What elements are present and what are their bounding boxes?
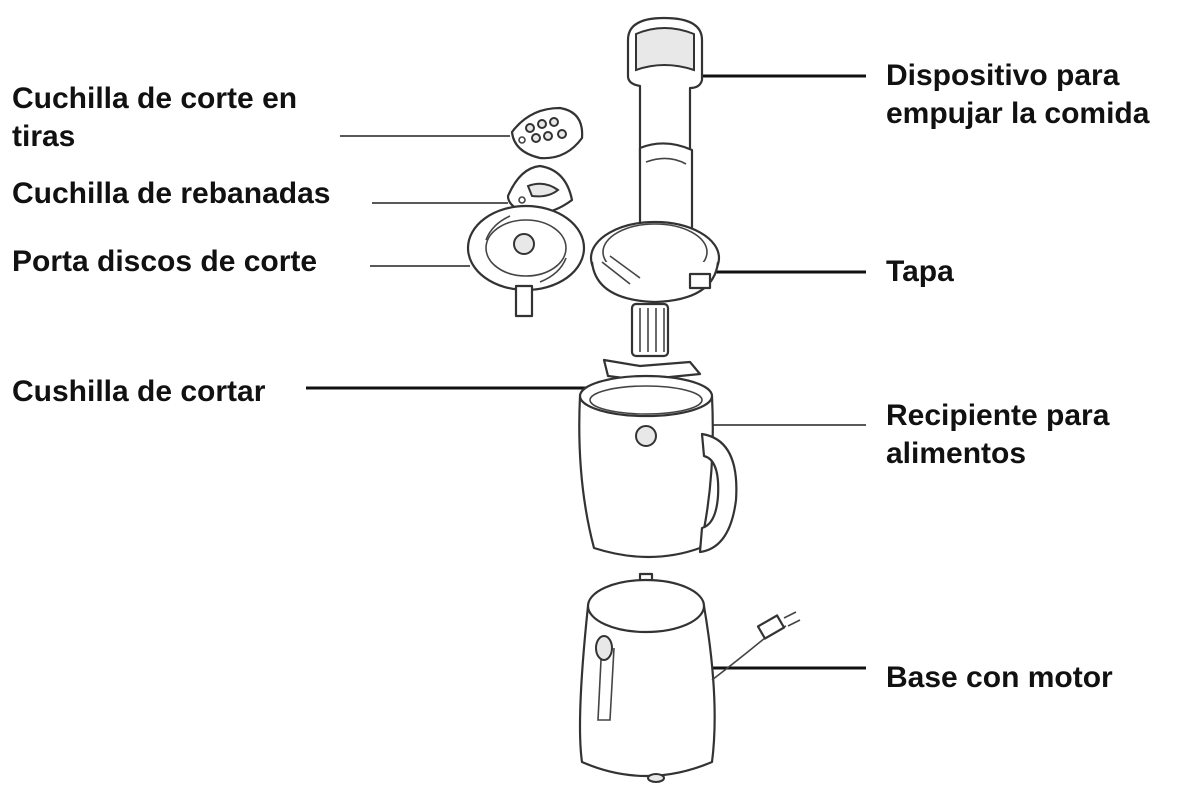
label-tapa: Tapa bbox=[886, 253, 954, 291]
food-pusher-illustration bbox=[628, 18, 702, 242]
leader-lines bbox=[306, 76, 866, 668]
label-line: alimentos bbox=[886, 435, 1109, 473]
label-line: tiras bbox=[12, 118, 297, 156]
disc-holder-illustration bbox=[468, 206, 584, 316]
cutting-blade-illustration bbox=[604, 304, 700, 380]
label-line: Cushilla de cortar bbox=[12, 373, 265, 411]
label-cuchilla-corte-tiras: Cuchilla de corte en tiras bbox=[12, 80, 297, 156]
bowl-illustration bbox=[579, 376, 736, 557]
label-line: Dispositivo para bbox=[886, 57, 1149, 95]
label-cuchilla-rebanadas: Cuchilla de rebanadas bbox=[12, 175, 330, 213]
label-line: empujar la comida bbox=[886, 95, 1149, 133]
shredding-disc-illustration bbox=[512, 108, 582, 158]
label-line: Cuchilla de rebanadas bbox=[12, 175, 330, 213]
label-line: Porta discos de corte bbox=[12, 243, 317, 281]
label-line: Cuchilla de corte en bbox=[12, 80, 297, 118]
motor-base-illustration bbox=[580, 574, 800, 782]
label-base-motor: Base con motor bbox=[886, 659, 1113, 697]
label-dispositivo-empujar: Dispositivo para empujar la comida bbox=[886, 57, 1149, 133]
label-line: Recipiente para bbox=[886, 397, 1109, 435]
label-line: Base con motor bbox=[886, 659, 1113, 697]
label-line: Tapa bbox=[886, 253, 954, 291]
label-recipiente-alimentos: Recipiente para alimentos bbox=[886, 397, 1109, 473]
lid-illustration bbox=[591, 222, 719, 302]
label-cushilla-cortar: Cushilla de cortar bbox=[12, 373, 265, 411]
label-porta-discos: Porta discos de corte bbox=[12, 243, 317, 281]
